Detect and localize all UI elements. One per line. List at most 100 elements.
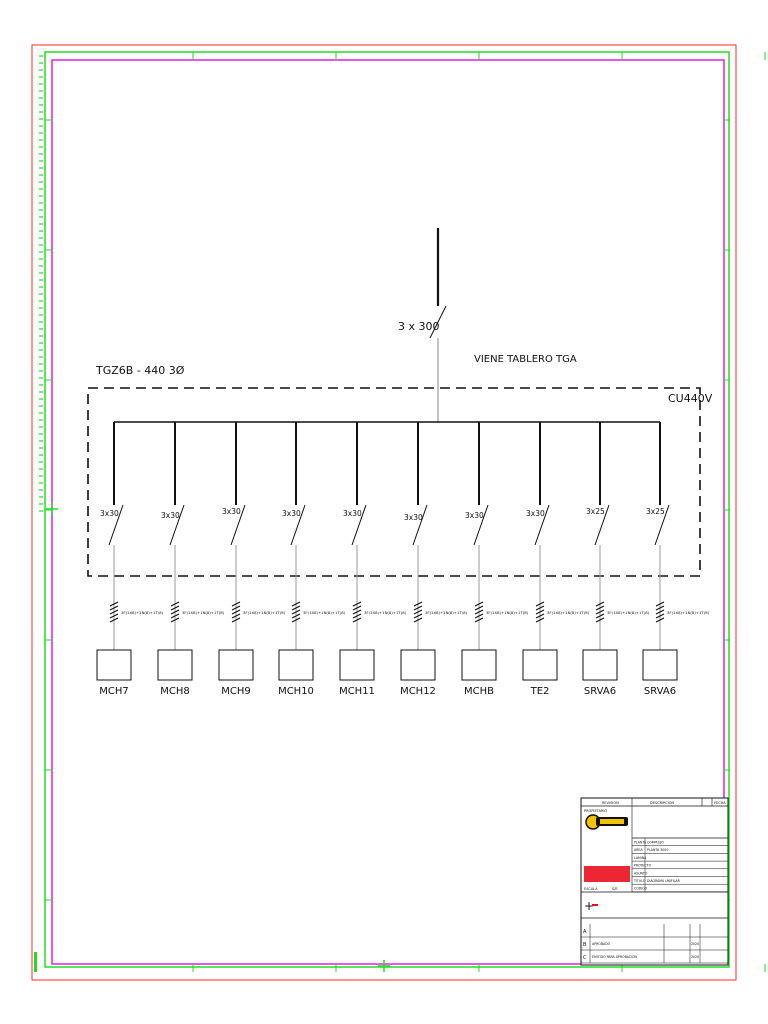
tb-row-value: DIAGRAMA UNIFILAR <box>647 879 681 883</box>
incoming-breaker-label: 3 x 300 <box>398 320 440 333</box>
load-box <box>522 649 558 681</box>
cable-hatch <box>413 617 423 623</box>
cable-hatch <box>170 613 180 619</box>
cable-hatch <box>352 609 362 615</box>
breaker-rating: 3x25 <box>646 507 665 516</box>
cable-hatch <box>231 605 241 611</box>
load-box <box>157 649 193 681</box>
tb-row-label: ASUNTO <box>634 871 648 875</box>
load-label: MCH8 <box>160 686 190 697</box>
breaker-rating: 3x30 <box>161 511 180 520</box>
cable-hatch <box>170 605 180 611</box>
tb-header-date: FECHA <box>714 801 726 805</box>
tb-rev-letter: C <box>583 955 587 961</box>
tb-row-value: PLANTA 3000 <box>647 848 668 852</box>
breaker-symbol <box>594 504 610 546</box>
title-block: REVISION DESCRIPCION FECHA PROPIETARIO P… <box>580 797 729 966</box>
tb-scale-value: S/E <box>612 887 618 891</box>
cable-hatch <box>413 605 423 611</box>
cable-hatch <box>413 613 423 619</box>
panel-name: TGZ6B - 440 3Ø <box>95 364 185 377</box>
left-ruler <box>39 55 43 512</box>
tb-rev-letter: B <box>583 942 587 948</box>
cable-hatch <box>595 601 605 607</box>
breaker-symbol <box>351 504 367 546</box>
cable-spec: 3F(1X8)+1N(8)+1T(8) <box>486 610 529 615</box>
cable-hatch <box>595 613 605 619</box>
cable-hatch <box>535 617 545 623</box>
load-box <box>278 649 314 681</box>
source-label: VIENE TABLERO TGA <box>474 354 577 365</box>
cable-hatch <box>352 601 362 607</box>
cable-hatch <box>655 617 665 623</box>
cable-hatch <box>291 617 301 623</box>
load-label: MCH9 <box>221 686 251 697</box>
cable-hatch <box>231 601 241 607</box>
breaker-rating: 3x30 <box>343 509 362 518</box>
cable-hatch <box>170 617 180 623</box>
cable-hatch <box>291 609 301 615</box>
load-box <box>461 649 497 681</box>
load-box <box>339 649 375 681</box>
breaker-symbol <box>290 504 306 546</box>
cable-hatch <box>474 609 484 615</box>
green-center-mark-bottom <box>378 960 390 972</box>
load-label: MCHB <box>464 686 494 697</box>
tb-rev-code: 2020 <box>691 955 699 959</box>
cable-hatch <box>595 617 605 623</box>
tb-header-rev: REVISION <box>602 801 619 805</box>
cable-spec: 3F(1X8)+1N(8)+1T(8) <box>303 610 346 615</box>
load-box <box>642 649 678 681</box>
incoming-breaker-symbol <box>429 305 447 339</box>
cable-hatch <box>109 613 119 619</box>
cable-hatch <box>474 613 484 619</box>
cable-spec: 3F(1X8)+1N(8)+1T(8) <box>547 610 590 615</box>
cable-hatch <box>109 617 119 623</box>
tb-rev-desc: APROBADO <box>592 942 611 946</box>
cable-hatch <box>655 605 665 611</box>
breaker-rating: 3x25 <box>586 507 605 516</box>
cable-hatch <box>655 613 665 619</box>
cable-hatch <box>352 605 362 611</box>
breaker-rating: 3x30 <box>526 509 545 518</box>
cable-hatch <box>109 605 119 611</box>
red-warning-stamp <box>584 866 630 882</box>
load-box <box>582 649 618 681</box>
tb-row-label: AREA <box>634 848 643 852</box>
tb-rev-desc: EMITIDO PARA APROBACION <box>592 955 638 959</box>
load-box <box>400 649 436 681</box>
tb-header-desc: DESCRIPCION <box>650 801 674 805</box>
breaker-rating: 3x30 <box>222 507 241 516</box>
cable-spec: 3F(1X8)+1N(8)+1T(8) <box>121 610 164 615</box>
cable-spec: 3F(1X8)+1N(8)+1T(8) <box>607 610 650 615</box>
load-label: SRVA6 <box>584 686 616 697</box>
cable-hatch <box>655 609 665 615</box>
cable-hatch <box>535 609 545 615</box>
load-label: MCH7 <box>99 686 129 697</box>
cable-hatch <box>231 609 241 615</box>
outer-border <box>31 44 737 981</box>
bus-label: CU440V <box>668 392 713 405</box>
circuit-1: 3x30 3F(1X8)+1N(8)+1T(8) MCH7 <box>96 422 164 697</box>
cable-hatch <box>474 617 484 623</box>
load-box <box>218 649 254 681</box>
tb-owner-label: PROPIETARIO <box>584 809 607 813</box>
cable-hatch <box>291 605 301 611</box>
breaker-symbol <box>412 504 428 546</box>
breaker-rating: 3x30 <box>282 509 301 518</box>
breaker-symbol <box>534 504 550 546</box>
tb-row-value: COMPLEJO <box>647 841 664 845</box>
cable-hatch <box>474 601 484 607</box>
breaker-rating: 3x30 <box>100 509 119 518</box>
breaker-rating: 3x30 <box>404 513 423 522</box>
tb-scale-label: ESCALA <box>584 887 598 891</box>
tb-row-label: CODIGO <box>634 887 648 891</box>
cable-spec: 3F(1X8)+1N(8)+1T(8) <box>364 610 407 615</box>
